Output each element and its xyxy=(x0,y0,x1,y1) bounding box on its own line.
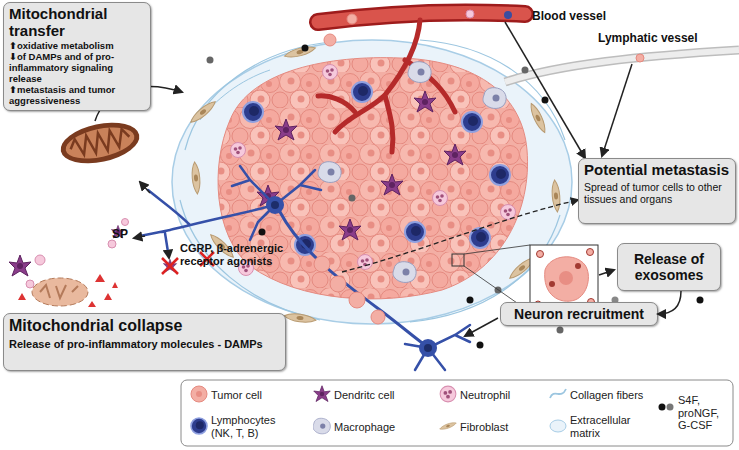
text-label: Blood vessel xyxy=(532,10,652,24)
nerve-arrows xyxy=(134,182,169,258)
migrating-tumor-cells xyxy=(314,256,385,324)
legend-text: Fibroblast xyxy=(460,421,540,434)
legend-icon xyxy=(439,417,457,435)
box-body: Spread of tumor cells to other tissues a… xyxy=(584,181,730,206)
legend-text: Extracellular matrix xyxy=(570,414,648,439)
text-box: Mitochondrial transfer ⬆oxidative metabol… xyxy=(3,2,151,111)
fibroblasts xyxy=(188,44,561,324)
box-heading: Release of exosomes xyxy=(623,251,715,283)
legend-text: S4F, proNGF, G-CSF xyxy=(678,394,730,432)
box-body: ⬆oxidative metabolism xyxy=(9,41,145,52)
box-heading: Neuron recruitment xyxy=(506,306,652,322)
legend-text: Lymphocytes (NK, T, B) xyxy=(211,414,291,439)
box-body: ⬆metastasis and tumor aggressiveness xyxy=(9,85,145,107)
text-label: Lymphatic vessel xyxy=(598,32,728,46)
legend-text: Collagen fibers xyxy=(570,389,660,402)
connector-arrow xyxy=(658,291,681,314)
legend-icon xyxy=(190,417,208,435)
legend-text: Dendritc cell xyxy=(334,389,424,402)
mitochondrion xyxy=(57,116,143,170)
legend-icon xyxy=(190,385,208,403)
text-label: SP xyxy=(112,228,142,242)
legend-icon xyxy=(313,385,331,403)
legend-text: Neutrophil xyxy=(460,389,540,402)
legend-icon xyxy=(439,385,457,403)
text-label: CGRP, β-adrenergic receptor agonists xyxy=(180,242,298,267)
legend-icon xyxy=(549,417,567,435)
lymphatic-vessel xyxy=(505,50,739,82)
box-body: Release of pro-inflammatory molecules - … xyxy=(9,338,280,351)
box-heading: Mitochondrial transfer xyxy=(9,6,145,39)
blood-vessel xyxy=(318,10,525,152)
legend-frame xyxy=(181,380,733,446)
legend-icon xyxy=(313,417,331,435)
collapsed-mitochondrion xyxy=(9,255,118,307)
box-heading: Potential metastasis xyxy=(584,162,730,179)
text-box: Neuron recruitment xyxy=(500,302,658,326)
recruitment-arrow xyxy=(465,318,498,336)
legend-text: Tumor cell xyxy=(211,389,291,402)
box-heading: Mitochondrial collapse xyxy=(9,317,280,335)
legend-icon xyxy=(657,398,675,416)
box-body: ⬇of DAMPs and of pro-inflammatory signal… xyxy=(9,52,145,85)
text-box: Mitochondrial collapseRelease of pro-inf… xyxy=(3,313,286,371)
legend-icon xyxy=(549,385,567,403)
text-box: Potential metastasisSpread of tumor cell… xyxy=(578,158,736,224)
text-box: Release of exosomes xyxy=(617,243,721,291)
legend-text: Macrophage xyxy=(334,421,424,434)
